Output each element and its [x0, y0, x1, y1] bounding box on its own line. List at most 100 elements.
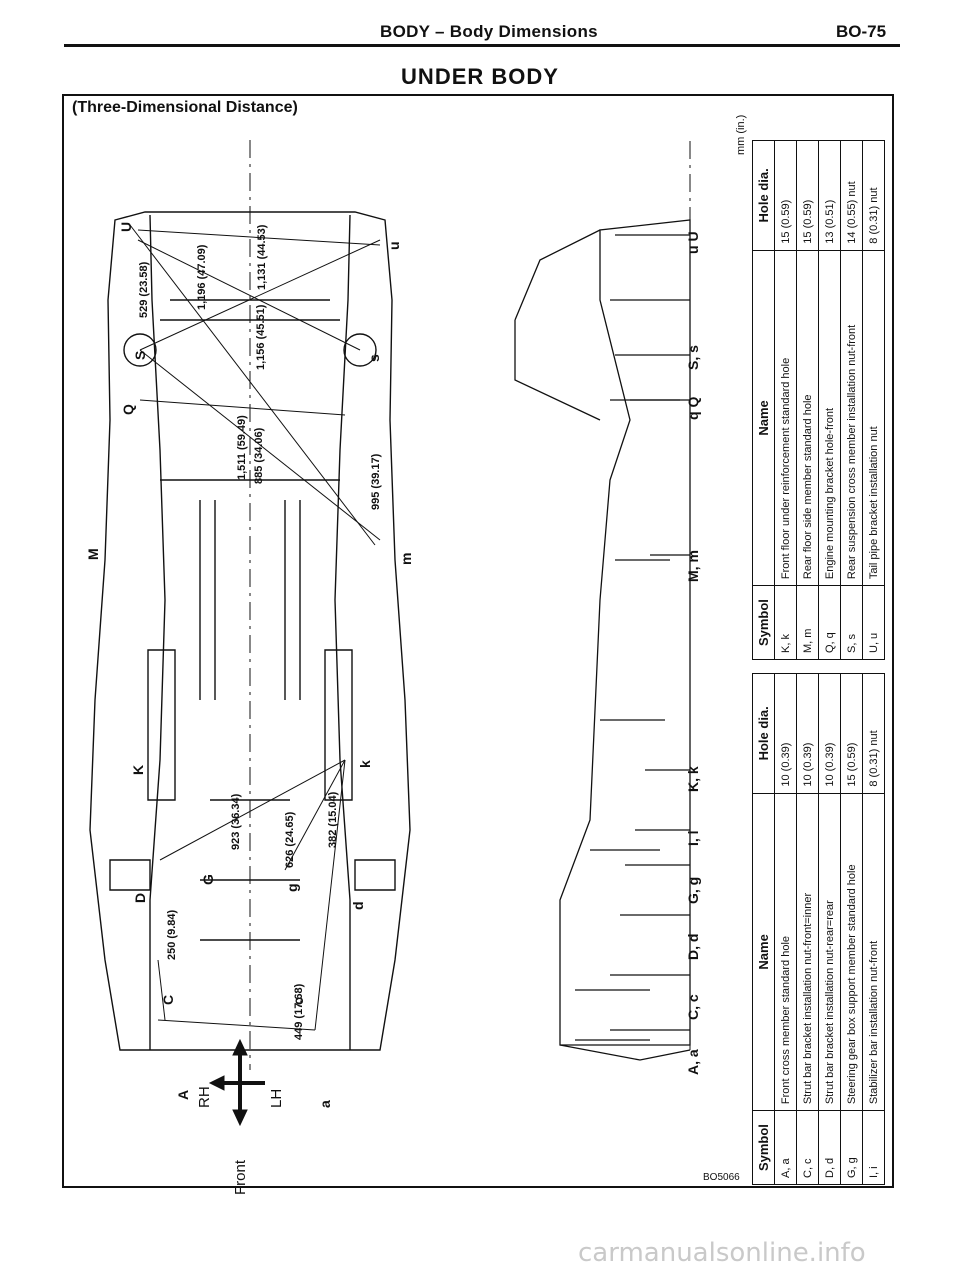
header-rule — [64, 44, 900, 47]
spec-table-right: Symbol Name Hole dia. K, k Front floor u… — [752, 140, 885, 660]
table-row: M, m Rear floor side member standard hol… — [796, 140, 819, 660]
cell-symbol: M, m — [796, 585, 819, 660]
cell-name: Steering gear box support member standar… — [840, 793, 863, 1111]
point-letter: C — [160, 994, 176, 1005]
table-row: D, d Strut bar bracket installation nut-… — [818, 673, 841, 1185]
cell-name: Rear suspension cross member installatio… — [840, 250, 863, 586]
point-letter: s — [366, 354, 382, 362]
header-title: BODY – Body Dimensions — [380, 22, 598, 41]
measurement-value: 449 (17.68) — [293, 983, 305, 1040]
col-symbol: Symbol — [752, 585, 775, 660]
col-hole-dia: Hole dia. — [752, 673, 775, 794]
cell-name: Engine mounting bracket hole-front — [818, 250, 841, 586]
lh-label: LH — [268, 1088, 285, 1108]
cell-name: Tail pipe bracket installation nut — [862, 250, 885, 586]
point-letter: d — [350, 901, 366, 910]
point-letter: K — [130, 764, 146, 775]
diagram-caption: (Three-Dimensional Distance) — [72, 99, 298, 116]
cell-name: Front floor under reinforcement standard… — [774, 250, 797, 586]
col-hole-dia: Hole dia. — [752, 140, 775, 251]
measurement-value: 626 (24.65) — [284, 811, 296, 868]
cell-hole-dia: 15 (0.59) — [774, 140, 797, 251]
cell-hole-dia: 10 (0.39) — [796, 673, 819, 794]
cell-name: Rear floor side member standard hole — [796, 250, 819, 586]
measurement-value: 382 (15.04) — [327, 791, 339, 848]
cell-hole-dia: 13 (0.51) — [818, 140, 841, 251]
page-number: BO-75 — [836, 22, 887, 41]
cell-symbol: Q, q — [818, 585, 841, 660]
cell-symbol: D, d — [818, 1110, 841, 1185]
point-letter: U — [118, 221, 134, 232]
point-letter: k — [357, 760, 373, 768]
cell-symbol: G, g — [840, 1110, 863, 1185]
table-row: I, i Stabilizer bar installation nut-fro… — [862, 673, 885, 1185]
measurement-value: 885 (34.06) — [253, 427, 265, 484]
cell-symbol: C, c — [796, 1110, 819, 1185]
cell-hole-dia: 14 (0.55) nut — [840, 140, 863, 251]
point-letter: S — [132, 350, 148, 360]
cell-hole-dia: 10 (0.39) — [818, 673, 841, 794]
cell-name: Strut bar bracket installation nut-front… — [796, 793, 819, 1111]
page-header: BODY – Body Dimensions BO-75 — [0, 22, 960, 50]
point-letter: m — [398, 552, 414, 565]
side-label: K, k — [685, 766, 701, 792]
measurement-value: 1,156 (45.51) — [255, 304, 267, 370]
cell-symbol: I, i — [862, 1110, 885, 1185]
rh-label: RH — [196, 1086, 213, 1108]
point-letter: D — [132, 892, 148, 903]
col-symbol: Symbol — [752, 1110, 775, 1185]
table-row: K, k Front floor under reinforcement sta… — [774, 140, 797, 660]
side-label: A, a — [685, 1049, 701, 1075]
cell-hole-dia: 8 (0.31) nut — [862, 140, 885, 251]
section-title: UNDER BODY — [401, 64, 559, 89]
cell-hole-dia: 15 (0.59) — [840, 673, 863, 794]
measurement-value: 1,131 (44.53) — [256, 224, 268, 290]
measurement-value: 1,511 (59.49) — [236, 415, 248, 480]
watermark: carmanualsonline.info — [578, 1238, 866, 1268]
figure-code: BO5066 — [703, 1172, 740, 1183]
cell-symbol: U, u — [862, 585, 885, 660]
point-letter: M — [85, 548, 101, 560]
table-row: A, a Front cross member standard hole 10… — [774, 673, 797, 1185]
cell-name: Stabilizer bar installation nut-front — [862, 793, 885, 1111]
col-name: Name — [752, 793, 775, 1111]
cell-name: Strut bar bracket installation nut-rear=… — [818, 793, 841, 1111]
table-row: C, c Strut bar bracket installation nut-… — [796, 673, 819, 1185]
cell-hole-dia: 8 (0.31) nut — [862, 673, 885, 794]
cell-symbol: K, k — [774, 585, 797, 660]
side-label: q Q — [685, 396, 701, 420]
measurement-value: 995 (39.17) — [370, 453, 382, 510]
point-letter: G — [200, 874, 216, 885]
unit-note: mm (in.) — [735, 114, 747, 155]
side-label: C, c — [685, 994, 701, 1020]
measurement-value: 529 (23.58) — [138, 261, 150, 318]
side-label: I, i — [685, 830, 701, 846]
side-label: G, g — [685, 876, 701, 904]
table-row: U, u Tail pipe bracket installation nut … — [862, 140, 885, 660]
spec-table-left: Symbol Name Hole dia. A, a Front cross m… — [752, 673, 885, 1185]
cell-name: Front cross member standard hole — [774, 793, 797, 1111]
measurement-value: 923 (36.34) — [230, 793, 242, 850]
side-label: M, m — [685, 550, 701, 582]
table-row: S, s Rear suspension cross member instal… — [840, 140, 863, 660]
point-letter: u — [386, 241, 402, 250]
table-row: G, g Steering gear box support member st… — [840, 673, 863, 1185]
front-label: Front — [232, 1159, 249, 1195]
side-label: D, d — [685, 933, 701, 960]
point-letter: g — [284, 883, 300, 892]
cell-symbol: A, a — [774, 1110, 797, 1185]
point-letter: A — [175, 1089, 191, 1100]
figure-frame — [62, 94, 894, 1188]
cell-hole-dia: 15 (0.59) — [796, 140, 819, 251]
table-row: Q, q Engine mounting bracket hole-front … — [818, 140, 841, 660]
cell-hole-dia: 10 (0.39) — [774, 673, 797, 794]
col-name: Name — [752, 250, 775, 586]
cell-symbol: S, s — [840, 585, 863, 660]
measurement-value: 250 (9.84) — [166, 909, 178, 960]
side-label: u U — [685, 231, 701, 254]
point-letter: a — [317, 1100, 333, 1108]
point-letter: Q — [120, 404, 136, 415]
measurement-value: 1,196 (47.09) — [196, 244, 208, 310]
side-label: S, s — [685, 345, 701, 370]
